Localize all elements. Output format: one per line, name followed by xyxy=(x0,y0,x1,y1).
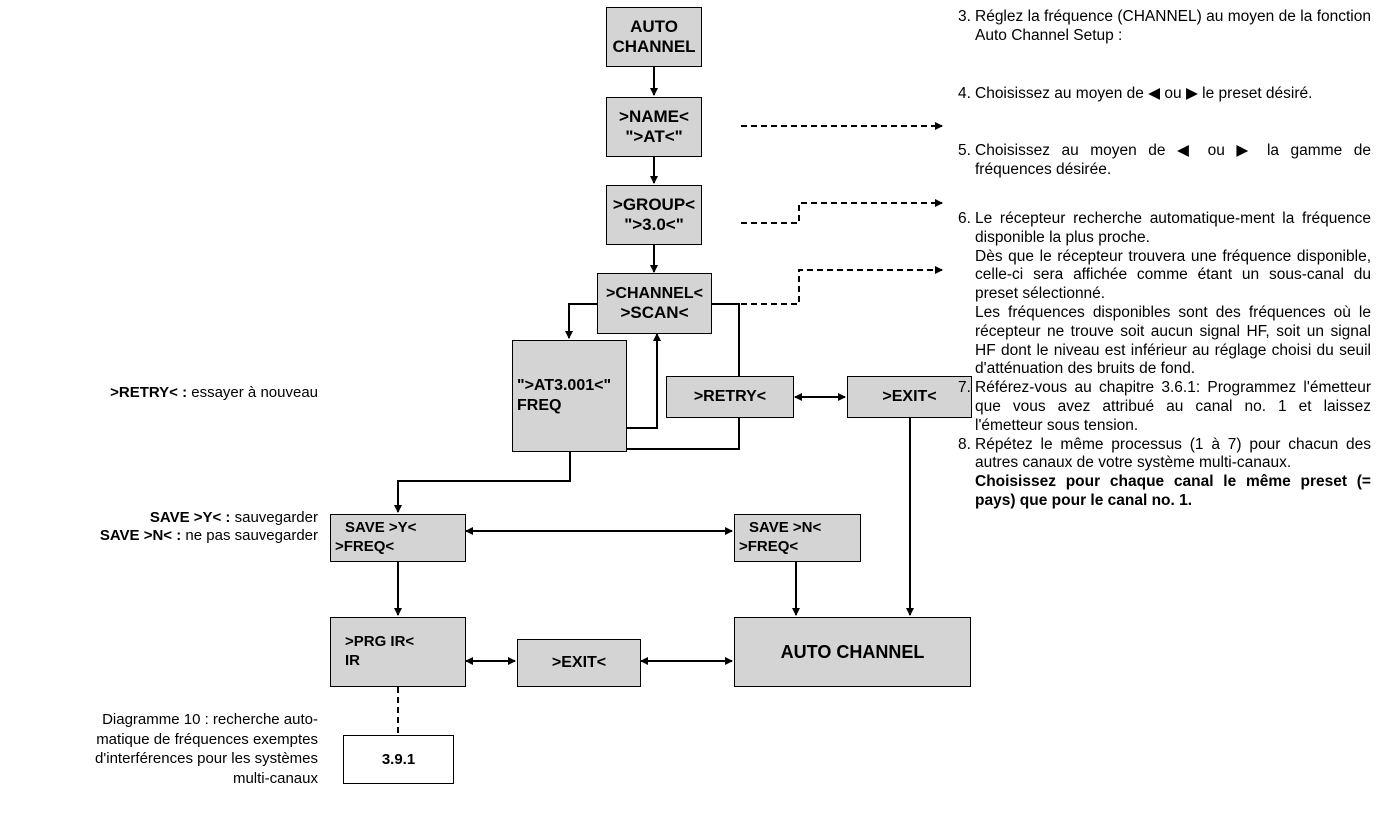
step-text: Choisissez au moyen de ◀ ou ▶ le preset … xyxy=(975,84,1313,102)
save-n-note-key: SAVE >N< : xyxy=(99,527,182,544)
save-n-line1: SAVE >N< xyxy=(749,519,822,537)
retry-note-key: >RETRY< : xyxy=(110,384,188,401)
group-line1: >GROUP< xyxy=(612,195,696,215)
line-channel-to-exit xyxy=(712,303,740,396)
save-notes: SAVE >Y< : sauvegarder SAVE >N< : ne pas… xyxy=(0,509,318,545)
prg-ir-box: >PRG IR<IR xyxy=(330,617,466,687)
ref-box: 3.9.1 xyxy=(343,735,454,784)
group-line2: ">3.0<" xyxy=(624,215,684,234)
step-number: 4. xyxy=(958,84,971,102)
save-n-line2: >FREQ< xyxy=(739,538,799,555)
arrow-freq-to-save-y xyxy=(394,452,571,513)
caption-line: multi-canaux xyxy=(232,769,318,787)
auto-channel-line2: CHANNEL xyxy=(612,37,696,56)
step-number: 5. xyxy=(958,142,971,160)
group-box: >GROUP<">3.0<" xyxy=(606,185,702,245)
channel-scan-box: >CHANNEL<>SCAN< xyxy=(597,273,712,334)
channel-scan-line2: >SCAN< xyxy=(620,302,689,322)
step-text: Référez-vous au chapitre 3.6.1: Programm… xyxy=(975,379,1371,434)
step-text: Les fréquences disponibles sont des fréq… xyxy=(975,303,1371,378)
retry-box: >RETRY< xyxy=(666,376,794,418)
dashed-channel-to-step6 xyxy=(741,266,943,305)
step-8: 8. Répétez le même processus (1 à 7) pou… xyxy=(958,436,1371,511)
step-text: Répétez le même processus (1 à 7) pour c… xyxy=(975,435,1371,472)
caption-line: Diagramme 10 : recherche auto- xyxy=(102,711,318,728)
auto-channel-line1: AUTO xyxy=(630,17,678,37)
step-bold-text: Choisissez pour chaque canal le même pre… xyxy=(975,473,1371,509)
caption-line: matique de fréquences exemptes xyxy=(96,730,318,748)
auto-channel-bottom-label: AUTO CHANNEL xyxy=(780,641,925,662)
step-3: 3. Réglez la fréquence (CHANNEL) au moye… xyxy=(958,8,1371,46)
save-n-note-text: ne pas sauvegarder xyxy=(181,527,318,544)
name-line2: ">AT<" xyxy=(625,127,683,146)
step-4: 4. Choisissez au moyen de ◀ ou ▶ le pres… xyxy=(958,85,1371,104)
caption-line: d'interférences pour les systèmes xyxy=(95,750,318,767)
save-y-note-key: SAVE >Y< : xyxy=(149,509,231,526)
save-y-box: SAVE >Y<>FREQ< xyxy=(330,514,466,562)
retry-note: >RETRY< : essayer à nouveau xyxy=(0,384,318,402)
step-number: 6. xyxy=(958,209,971,227)
diagram-caption: Diagramme 10 : recherche auto- matique d… xyxy=(0,710,318,788)
exit-bottom-box: >EXIT< xyxy=(517,639,641,687)
step-text: Réglez la fréquence (CHANNEL) au moyen d… xyxy=(975,8,1371,44)
ref-label: 3.9.1 xyxy=(381,751,416,768)
instructions-column: 3. Réglez la fréquence (CHANNEL) au moye… xyxy=(958,8,1371,511)
exit-top-label: >EXIT< xyxy=(882,388,937,405)
step-number: 7. xyxy=(958,379,971,397)
dashed-group-to-step5 xyxy=(741,199,943,224)
retry-note-text: essayer à nouveau xyxy=(187,384,318,401)
step-text: Dès que le récepteur trouvera une fréque… xyxy=(975,247,1371,303)
step-number: 8. xyxy=(958,435,971,453)
save-n-box: SAVE >N<>FREQ< xyxy=(734,514,861,562)
channel-scan-line1: >CHANNEL< xyxy=(606,284,703,302)
prg-ir-line2: IR xyxy=(345,652,360,669)
freq-found-box: ">AT3.001<" FREQ xyxy=(512,340,627,452)
step-number: 3. xyxy=(958,8,971,25)
exit-bottom-label: >EXIT< xyxy=(551,654,607,671)
step-5: 5. Choisissez au moyen de ◀ ou ▶ la gamm… xyxy=(958,142,1371,180)
freq-found-line2: FREQ xyxy=(517,397,562,414)
step-text: Le récepteur recherche automatique-ment … xyxy=(975,209,1371,246)
auto-channel-bottom-box: AUTO CHANNEL xyxy=(734,617,971,687)
save-y-note-text: sauvegarder xyxy=(230,509,318,526)
name-box: >NAME<">AT<" xyxy=(606,97,702,157)
line-channel-to-freq xyxy=(565,303,598,339)
prg-ir-line1: >PRG IR< xyxy=(345,633,415,651)
save-y-line1: SAVE >Y< xyxy=(345,519,417,537)
step-7: 7. Référez-vous au chapitre 3.6.1: Progr… xyxy=(958,379,1371,435)
step-6: 6. Le récepteur recherche automatique-me… xyxy=(958,210,1371,379)
name-line1: >NAME< xyxy=(619,107,689,127)
freq-found-line1: ">AT3.001<" xyxy=(517,377,612,394)
retry-label: >RETRY< xyxy=(693,388,767,405)
step-text: Choisissez au moyen de ◀ ou ▶ la gamme d… xyxy=(975,142,1371,179)
save-y-line2: >FREQ< xyxy=(335,538,395,555)
exit-top-box: >EXIT< xyxy=(847,376,972,418)
